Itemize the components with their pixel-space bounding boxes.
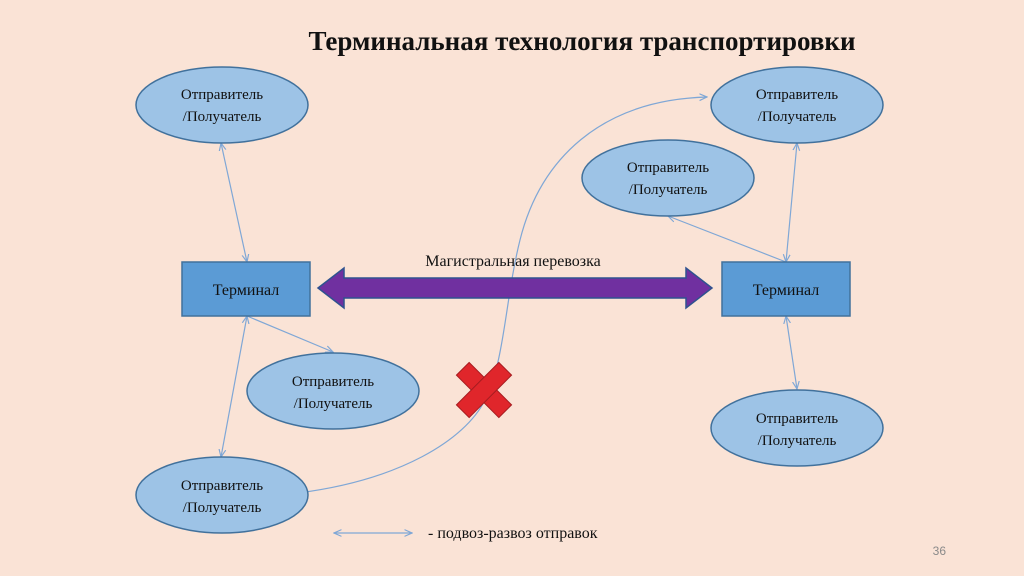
connector-left-top [221, 143, 247, 262]
node-right-top-line1: Отправитель [756, 87, 838, 103]
terminal-left: Терминал [181, 261, 311, 317]
node-left-mid: Отправитель/Получатель [246, 352, 420, 430]
connector-left-bottom [221, 316, 247, 457]
legend-text: - подвоз-развоз отправок [428, 525, 598, 542]
node-left-bottom-line2: /Получатель [183, 500, 262, 516]
slide-title: Терминальная технология транспортировки [308, 26, 856, 56]
connector-right-mid [668, 216, 787, 263]
terminal-right: Терминал [721, 261, 851, 317]
node-right-top-line2: /Получатель [758, 109, 837, 125]
node-right-top: Отправитель/Получатель [710, 66, 884, 144]
node-right-bottom-line1: Отправитель [756, 411, 838, 427]
page-number: 36 [932, 544, 946, 558]
connectors [221, 97, 797, 533]
node-left-top-line2: /Получатель [183, 109, 262, 125]
connector-right-top [786, 143, 797, 262]
main-transport-arrow [316, 266, 714, 310]
node-left-top-line1: Отправитель [181, 87, 263, 103]
node-right-bottom-line2: /Получатель [758, 433, 837, 449]
terminal-left-label: Терминал [213, 282, 280, 299]
svg-text:Отправитель/Получатель: Отправитель/Получатель [292, 374, 374, 412]
direct-delivery-curve [297, 97, 707, 494]
svg-text:Отправитель/Получатель: Отправитель/Получатель [756, 411, 838, 449]
svg-text:Отправитель/Получатель: Отправитель/Получатель [756, 87, 838, 125]
main-transport-label: Магистральная перевозка [425, 253, 600, 270]
connector-left-mid [246, 315, 333, 352]
cross-icon [455, 361, 513, 419]
svg-text:Отправитель/Получатель: Отправитель/Получатель [627, 160, 709, 198]
node-left-mid-line1: Отправитель [292, 374, 374, 390]
node-left-bottom-line1: Отправитель [181, 478, 263, 494]
node-right-bottom: Отправитель/Получатель [710, 389, 884, 467]
node-left-bottom: Отправитель/Получатель [135, 456, 309, 534]
node-left-top: Отправитель/Получатель [135, 66, 309, 144]
connector-right-bottom [786, 316, 797, 389]
svg-text:Отправитель/Получатель: Отправитель/Получатель [181, 478, 263, 516]
terminal-right-label: Терминал [753, 282, 820, 299]
svg-text:Отправитель/Получатель: Отправитель/Получатель [181, 87, 263, 125]
node-left-mid-line2: /Получатель [294, 396, 373, 412]
node-right-upper-mid: Отправитель/Получатель [581, 139, 755, 217]
node-right-upper-mid-line1: Отправитель [627, 160, 709, 176]
node-right-upper-mid-line2: /Получатель [629, 182, 708, 198]
